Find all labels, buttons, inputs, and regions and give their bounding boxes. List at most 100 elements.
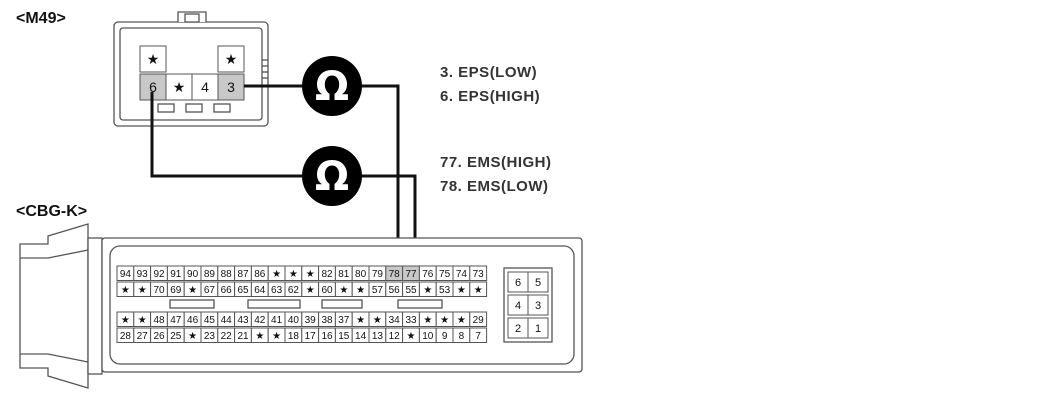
pin-label: 38 <box>321 315 333 326</box>
pin-label: 21 <box>237 331 249 342</box>
pin-cell: 57 <box>368 281 387 297</box>
pin-label: ★ <box>306 285 315 296</box>
wire-pin3-to-pin78 <box>244 84 400 268</box>
pin-label: 10 <box>422 331 434 342</box>
pin-cell: 69 <box>166 281 185 297</box>
pin-cell: 60 <box>318 281 336 297</box>
pin-box <box>217 73 245 101</box>
pin-cell: ★ <box>116 311 135 327</box>
pin-label: ★ <box>225 51 238 67</box>
pin-box <box>527 271 549 293</box>
pin-cell: ★ <box>418 281 437 297</box>
pin-cell: 67 <box>200 281 219 297</box>
pin-cell: 64 <box>250 281 269 297</box>
pin-cell: 12 <box>385 327 404 343</box>
pin-cell: 27 <box>133 327 152 343</box>
legend-ems-low: 78. EMS(LOW) <box>440 178 549 195</box>
pin-cell: 2 <box>507 317 529 339</box>
pin-cell: 16 <box>318 327 336 343</box>
pin-cell: 55 <box>402 281 420 297</box>
pin-cell: 34 <box>385 311 404 327</box>
pin-label: 86 <box>254 269 266 280</box>
pin-cell: ★ <box>217 45 245 73</box>
pin-cell: 4 <box>507 294 529 316</box>
pin-cell: 39 <box>301 311 320 327</box>
pin-cell: ★ <box>116 281 135 297</box>
pin-cell: 80 <box>351 265 370 281</box>
pin-label: 56 <box>389 285 401 296</box>
pin-label: 6 <box>149 79 157 95</box>
ohmmeter-eps: Ω <box>302 56 362 116</box>
pin-cell: ★ <box>284 265 303 281</box>
pin-label: 25 <box>170 331 182 342</box>
pin-cell: 75 <box>435 265 454 281</box>
pin-label: 77 <box>405 269 417 280</box>
pin-cell: 4 <box>191 73 219 101</box>
pin-cell: 78 <box>385 265 404 281</box>
pin-cell: 14 <box>351 327 370 343</box>
pin-cell: 62 <box>284 281 303 297</box>
pin-cell: 17 <box>301 327 320 343</box>
pin-cell: 22 <box>217 327 236 343</box>
pin-cell: ★ <box>133 311 152 327</box>
pin-cell: 76 <box>418 265 437 281</box>
pin-cell: 94 <box>116 265 135 281</box>
pin-label: 63 <box>271 285 283 296</box>
pin-cell: ★ <box>250 327 269 343</box>
pin-cell: ★ <box>435 311 454 327</box>
pin-label: 93 <box>137 269 149 280</box>
pin-cell: ★ <box>165 73 193 101</box>
pin-label: ★ <box>423 315 432 326</box>
pin-cell: ★ <box>402 327 420 343</box>
pin-label: 66 <box>221 285 233 296</box>
pin-cell: ★ <box>139 45 167 73</box>
pin-label: 44 <box>221 315 233 326</box>
pin-label: ★ <box>121 315 130 326</box>
pin-label: 62 <box>288 285 300 296</box>
pin-cell: 88 <box>217 265 236 281</box>
pin-cell: ★ <box>452 311 471 327</box>
pin-cell: 79 <box>368 265 387 281</box>
pin-label: ★ <box>356 315 365 326</box>
pin-cell: 5 <box>527 271 549 293</box>
pin-cell: ★ <box>452 281 471 297</box>
pin-cell: 23 <box>200 327 219 343</box>
pin-cell: ★ <box>183 281 202 297</box>
pin-box <box>217 45 245 73</box>
pin-label: 57 <box>372 285 384 296</box>
pin-label: 48 <box>153 315 165 326</box>
pin-label: 89 <box>204 269 216 280</box>
pin-box <box>469 327 488 343</box>
pin-label: 23 <box>204 331 216 342</box>
pin-cell: 89 <box>200 265 219 281</box>
pin-label: 6 <box>515 277 521 289</box>
pin-box <box>165 73 193 101</box>
pin-label: ★ <box>173 79 186 95</box>
cbgk-connector-label: <CBG-K> <box>16 203 88 220</box>
pin-label: ★ <box>440 315 449 326</box>
pin-box <box>139 45 167 73</box>
pin-label: 76 <box>422 269 434 280</box>
pin-cell: ★ <box>183 327 202 343</box>
pin-box <box>469 265 488 281</box>
pin-label: 12 <box>389 331 401 342</box>
pin-label: 13 <box>372 331 384 342</box>
pin-label: 4 <box>515 300 521 312</box>
pin-cell: 13 <box>368 327 387 343</box>
pin-cell: 56 <box>385 281 404 297</box>
pin-label: ★ <box>138 315 147 326</box>
pin-label: 3 <box>535 300 541 312</box>
pin-label: 2 <box>515 323 521 335</box>
pin-cell: 33 <box>402 311 420 327</box>
pin-label: 65 <box>237 285 249 296</box>
pin-box <box>527 317 549 339</box>
pin-label: 16 <box>321 331 333 342</box>
pin-label: ★ <box>272 269 281 280</box>
pin-label: 79 <box>372 269 384 280</box>
pin-label: ★ <box>121 285 130 296</box>
pin-label: 91 <box>170 269 182 280</box>
pin-label: ★ <box>289 269 298 280</box>
pin-label: 15 <box>338 331 350 342</box>
